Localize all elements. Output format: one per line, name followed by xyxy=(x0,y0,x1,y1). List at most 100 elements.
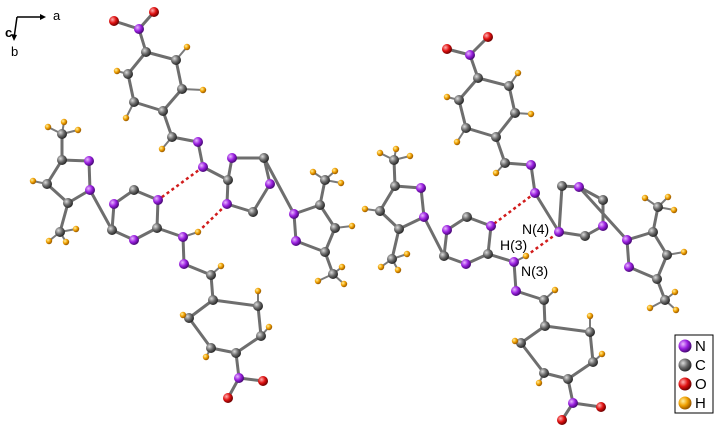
right-molecule-atom-c xyxy=(439,251,449,261)
right-molecule-atom-c xyxy=(394,224,404,234)
right-molecule-atom-c xyxy=(580,231,590,241)
left-molecule-atom-h xyxy=(74,126,82,134)
atom-label-n4: N(4) xyxy=(522,221,549,237)
right-molecule-bond xyxy=(390,227,401,261)
left-molecule-atom-n xyxy=(85,185,95,195)
right-molecule-atom-c xyxy=(510,108,520,118)
right-molecule-atom-c xyxy=(387,254,397,264)
legend-label-c: C xyxy=(695,357,706,374)
right-molecule-atom-n xyxy=(461,259,471,269)
right-molecule-atom-h xyxy=(586,312,594,320)
right-molecule-atom-c xyxy=(598,195,608,205)
right-molecule-atom-n xyxy=(568,398,578,408)
right-molecule-bond xyxy=(422,215,446,258)
right-molecule-atom-h xyxy=(641,194,649,202)
legend-label-o: O xyxy=(695,376,707,393)
right-molecule-atom-c xyxy=(662,250,672,260)
right-molecule-atom-c xyxy=(648,227,658,237)
left-molecule-atom-n xyxy=(179,259,189,269)
left-molecule-atom-n xyxy=(289,209,299,219)
right-molecule-atom-c xyxy=(454,95,464,105)
left-molecule-atom-c xyxy=(57,155,67,165)
right-molecule-atom-c xyxy=(390,181,400,191)
left-molecule-atom-n xyxy=(153,195,163,205)
right-molecule-bond xyxy=(588,330,595,364)
left-molecule-atom-c xyxy=(63,198,73,208)
left-molecule-bond xyxy=(211,298,260,308)
left-molecule-bond xyxy=(256,304,263,338)
left-molecule-atom-h xyxy=(348,222,356,230)
left-molecule-atom-n xyxy=(227,153,237,163)
left-molecule-bond xyxy=(132,100,165,113)
left-molecule-atom-c xyxy=(320,175,330,185)
left-molecule-atom-c xyxy=(231,348,241,358)
right-molecule-atom-o xyxy=(596,402,606,412)
left-molecule-bond xyxy=(251,182,272,214)
right-molecule-atom-c xyxy=(563,374,573,384)
left-molecule-atom-n xyxy=(134,24,144,34)
right-molecule-bond xyxy=(543,324,592,334)
left-molecule-atom-c xyxy=(259,153,269,163)
left-molecule-bond xyxy=(187,316,213,350)
right-molecule-atom-c xyxy=(652,274,662,284)
left-molecule-atom-c xyxy=(253,301,263,311)
left-molecule-atom-h xyxy=(158,145,166,153)
right-molecule-atom-h xyxy=(377,263,385,271)
left-molecule-atom-o xyxy=(258,376,268,386)
b-axis-arrow-icon xyxy=(11,34,17,41)
right-molecule-atom-n xyxy=(486,221,496,231)
right-molecule-atom-c xyxy=(516,338,526,348)
left-molecule-atom-h xyxy=(179,311,187,319)
left-molecule-atom-c xyxy=(171,55,181,65)
right-molecule-atom-n xyxy=(598,221,608,231)
left-molecule-atom-c xyxy=(152,223,162,233)
left-molecule-bond xyxy=(88,188,114,232)
right-molecule-atom-n xyxy=(465,50,475,60)
right-molecule-bond xyxy=(557,184,564,234)
left-molecule-atom-h xyxy=(122,114,130,122)
right-molecule-bond xyxy=(577,185,629,242)
left-molecule-atom-c xyxy=(248,207,258,217)
legend-swatch-o xyxy=(678,377,692,391)
left-molecule-hydrogen-bond xyxy=(197,203,228,233)
right-molecule-bond xyxy=(464,126,498,139)
right-molecule-atom-h xyxy=(403,250,411,258)
right-molecule-atom-n xyxy=(530,188,540,198)
left-molecule-atom-o xyxy=(109,16,119,26)
left-molecule-bond xyxy=(234,334,263,355)
right-molecule-atom-c xyxy=(389,155,399,165)
left-molecule-atom-c xyxy=(123,69,133,79)
left-molecule-atom-n xyxy=(109,199,119,209)
axis-label-c: c xyxy=(5,25,12,40)
right-molecule-atom-c xyxy=(461,123,471,133)
right-molecule-atom-h xyxy=(394,266,402,274)
right-molecule-atom-c xyxy=(375,206,385,216)
left-molecule-atom-h xyxy=(29,177,37,185)
left-molecule-atom-n xyxy=(291,236,301,246)
left-molecule-atom-c xyxy=(42,179,52,189)
right-molecule-atom-n xyxy=(622,235,632,245)
right-molecule-atom-o xyxy=(483,32,493,42)
right-molecule-atom-h xyxy=(598,350,606,358)
left-molecule-atom-h xyxy=(309,168,317,176)
right-molecule-atom-h xyxy=(492,169,500,177)
left-molecule-atom-n xyxy=(198,162,208,172)
right-molecule-atom-c xyxy=(500,158,510,168)
left-molecule-bond xyxy=(58,201,70,234)
right-molecule-atom-h xyxy=(453,138,461,146)
right-molecule-atom-c xyxy=(539,295,549,305)
left-molecule-atom-c xyxy=(141,47,151,57)
left-molecule-atom-h xyxy=(199,86,207,94)
left-molecule-atom-c xyxy=(206,343,216,353)
hydrogen-bonds-layer xyxy=(157,165,560,258)
left-molecule-atom-h xyxy=(265,323,273,331)
left-molecule-atom-c xyxy=(107,225,117,235)
right-molecule-atom-c xyxy=(483,249,493,259)
left-molecule-atom-h xyxy=(217,262,225,270)
left-molecule-atom-o xyxy=(149,7,159,17)
left-molecule-atom-c xyxy=(129,185,139,195)
left-molecule-atom-h xyxy=(44,123,52,131)
right-molecule-atom-h xyxy=(522,252,530,260)
left-molecule-atom-c xyxy=(177,84,187,94)
